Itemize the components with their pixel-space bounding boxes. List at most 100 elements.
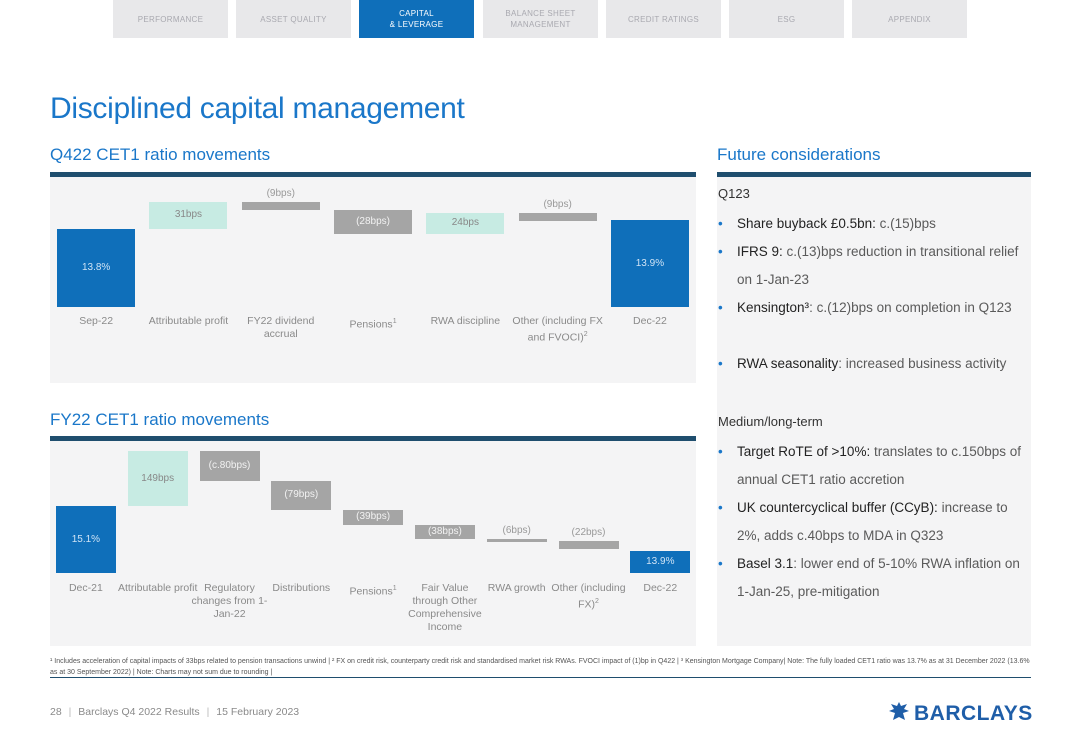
footnote-marker: 2 — [583, 331, 588, 338]
waterfall-bar — [55, 506, 116, 573]
future-panel — [717, 177, 1031, 646]
bullet-icon: • — [718, 300, 723, 315]
bullet-item: •Kensington³: c.(12)bps on completion in… — [718, 294, 1034, 322]
bullet-text: : increased business activity — [838, 356, 1007, 371]
bullet-icon: • — [718, 556, 723, 571]
bullet-icon: • — [718, 444, 723, 459]
footnote-marker: 2 — [595, 598, 599, 605]
bar-value-label: 13.8% — [81, 261, 111, 273]
waterfall-bar — [127, 451, 188, 507]
tab-esg[interactable]: ESG — [729, 0, 844, 38]
fy-heading: FY22 CET1 ratio movements — [50, 410, 270, 429]
bullet-icon: • — [718, 500, 723, 515]
bullet-item: •Basel 3.1: lower end of 5-10% RWA infla… — [718, 550, 1034, 606]
category-label: Attributable profit — [148, 315, 229, 327]
waterfall-bar — [558, 540, 619, 549]
bar-value-label: (c.80bps) — [208, 460, 251, 472]
bar-value-label: 15.1% — [71, 533, 101, 545]
bar-value-label: (28bps) — [356, 215, 390, 227]
q4-heading: Q422 CET1 ratio movements — [50, 145, 271, 164]
category-label: RWA discipline — [430, 315, 501, 327]
waterfall-bar — [426, 213, 505, 234]
tab-credit-ratings[interactable]: CREDIT RATINGS — [606, 0, 721, 38]
bar-value-label: (9bps) — [266, 187, 295, 199]
bar-value-label: (79bps) — [284, 489, 319, 501]
bar-value-label: 24bps — [451, 217, 479, 229]
bar-value-label: (38bps) — [427, 525, 462, 537]
bullet-text: c.(13)bps reduction in transitional reli… — [737, 244, 1019, 287]
category-label: Other (including FX)2 — [551, 582, 626, 611]
waterfall-bar — [486, 538, 547, 542]
category-label: Other (including FX and FVOCI)2 — [512, 315, 603, 344]
waterfall-bar — [414, 524, 475, 539]
bar-value-label: (9bps) — [543, 199, 572, 211]
waterfall-bar — [271, 480, 332, 511]
tab-capital-leverage[interactable]: CAPITAL & LEVERAGE — [359, 0, 474, 38]
waterfall-bar — [610, 220, 689, 307]
footer-date: 15 February 2023 — [216, 706, 300, 718]
bullet-item: • Target RoTE of >10%: translates to c.15… — [718, 438, 1034, 494]
bullet-text: : c.(12)bps on completion in Q123 — [809, 300, 1012, 315]
future-heading: Future considerations — [717, 145, 881, 164]
tab-performance[interactable]: PERFORMANCE — [113, 0, 228, 38]
tab-asset-quality[interactable]: ASSET QUALITY — [236, 0, 351, 38]
fy-heading-rule — [50, 436, 696, 441]
footnote-marker: 1 — [392, 318, 397, 325]
category-label: Distributions — [272, 582, 331, 594]
waterfall-bar — [241, 201, 320, 210]
bullet-icon: • — [718, 356, 723, 371]
bullet-text: c.(15)bps — [875, 216, 936, 231]
category-label: Attributable profit — [118, 582, 198, 594]
bar-value-label: (39bps) — [356, 511, 391, 523]
category-label: RWA growth — [487, 582, 546, 594]
bullet-lead: Share buyback £0.5bn: — [737, 216, 876, 231]
bullet-text: increase to 2%, adds c.40bps to MDA in Q… — [737, 500, 1008, 543]
waterfall-bar — [149, 201, 228, 229]
bullet-lead: UK countercyclical buffer (CCyB): — [737, 500, 938, 515]
bar-value-label: (22bps) — [571, 526, 606, 538]
bullet-icon: • — [718, 216, 723, 231]
medium-long-term-subtitle: Medium/long-term — [718, 414, 823, 429]
footnote-rule — [50, 677, 1031, 678]
page-number: 28 — [50, 706, 62, 718]
category-label: FY22 dividend accrual — [247, 315, 315, 340]
waterfall-bar — [334, 209, 413, 234]
footnote-marker: 1 — [392, 585, 397, 592]
bullet-lead: Target RoTE of >10%: — [737, 444, 871, 459]
category-label: Dec-21 — [68, 582, 103, 594]
future-heading-rule — [717, 172, 1031, 177]
category-label: Dec-22 — [633, 315, 667, 327]
category-label: Dec-22 — [643, 582, 678, 594]
eagle-icon — [889, 702, 909, 720]
waterfall-bar — [518, 213, 597, 221]
deck-name: Barclays Q4 2022 Results — [78, 706, 200, 718]
q123-subtitle: Q123 — [718, 186, 750, 201]
waterfall-bar — [57, 228, 136, 307]
bar-value-label: 13.9% — [635, 257, 665, 269]
tab-appendix[interactable]: APPENDIX — [852, 0, 967, 38]
bullet-item: • UK countercyclical buffer (CCyB): incre… — [718, 494, 1034, 550]
tab-balance-sheet-management[interactable]: BALANCE SHEET MANAGEMENT — [483, 0, 598, 38]
category-label: Pensions1 — [349, 318, 397, 331]
bullet-text: translates to c.150bps of annual CET1 ra… — [737, 444, 1022, 487]
bar-value-label: 13.9% — [646, 555, 675, 567]
category-label: Fair Value through Other Comprehensive I… — [408, 582, 482, 633]
category-label: Pensions1 — [349, 585, 397, 598]
waterfall-bar — [630, 550, 691, 573]
bullet-lead: IFRS 9: — [737, 244, 783, 259]
q4-heading-rule — [50, 172, 696, 177]
waterfall-bar — [199, 451, 260, 481]
bar-value-label: 31bps — [174, 209, 203, 221]
bullet-item: • Share buyback £0.5bn: c.(15)bps — [718, 210, 1034, 238]
barclays-logo: BARCLAYS — [888, 700, 1033, 726]
footer: 28 | Barclays Q4 2022 Results | 15 Febru… — [50, 706, 300, 718]
bullet-lead: RWA seasonality — [737, 356, 839, 371]
bullet-item: • RWA seasonality: increased business act… — [718, 350, 1034, 378]
bullet-text: : lower end of 5-10% RWA inflation on 1-… — [737, 556, 1020, 599]
bar-value-label: (6bps) — [502, 524, 531, 536]
footnote: ¹ Includes acceleration of capital impac… — [50, 658, 1030, 676]
waterfall-bar — [343, 510, 404, 525]
page-title: Disciplined capital management — [50, 92, 465, 125]
bullet-item: •IFRS 9: c.(13)bps reduction in transiti… — [718, 238, 1034, 294]
